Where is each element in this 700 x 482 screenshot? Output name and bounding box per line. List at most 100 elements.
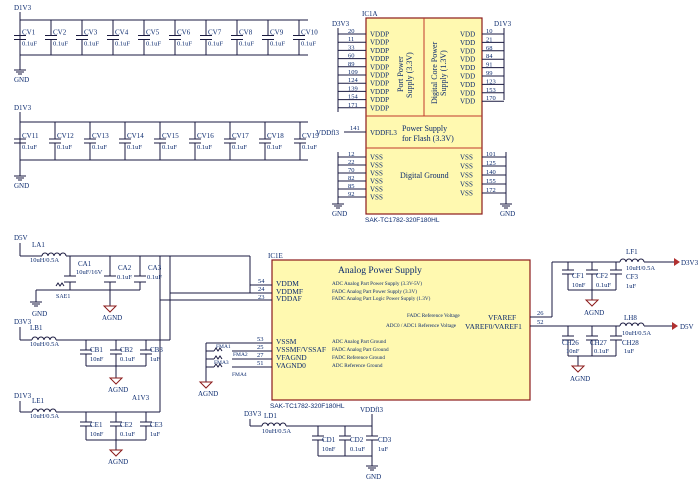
inductor-val: 10uH/0.5A [30, 341, 59, 348]
core-power-label: Digital Core Power [430, 41, 439, 104]
gnd-symbol [500, 203, 512, 209]
inductor-ref: LA1 [32, 241, 45, 249]
pin-number: 124 [348, 77, 359, 84]
pin-number: 60 [348, 53, 355, 60]
pin-desc: FADC Analog Part Power Supply (3.3V) [332, 288, 417, 295]
pin-number: 140 [486, 169, 496, 176]
inductor-la1 [41, 252, 67, 257]
pin-number: 84 [486, 53, 493, 60]
cap-val: 0.1uF [117, 274, 132, 281]
offpage-arrow [672, 322, 678, 330]
inductor-val: 10uH/0.5A [622, 330, 651, 337]
pin-desc: FADC Analog Part Logic Power Supply (1.3… [332, 295, 431, 302]
inductor-val: 10uH/0.5A [30, 257, 59, 264]
agnd-symbol [108, 449, 124, 457]
pin-number: 89 [348, 61, 355, 68]
net-label-d3v3: D3V3 [14, 318, 32, 326]
gnd-label: GND [14, 182, 29, 190]
cap-ref: CV17 [232, 132, 249, 140]
cap-ref: CV9 [270, 29, 284, 37]
net-label-vddfl3: VDDfl3 [360, 406, 383, 414]
cap-val: 0.1uF [57, 144, 72, 151]
inductor-ref: LH8 [624, 314, 637, 322]
cap-val: 0.1uF [302, 144, 317, 151]
agnd-label: AGND [198, 390, 218, 398]
cap-ref: CE3 [150, 421, 163, 429]
ic1a-part: SAK-TC1782-320F180HL [365, 217, 440, 224]
pin-name: VDDP [370, 31, 389, 39]
cap-ref: CE2 [120, 421, 133, 429]
cap-val: 0.1uF [239, 41, 254, 48]
pin-name: VDD [460, 47, 475, 55]
pin-name: VDDMF [276, 287, 303, 296]
agnd-label: AGND [102, 314, 122, 322]
inductor-ref: LE1 [32, 397, 45, 405]
cap-ref: CV13 [92, 132, 109, 140]
pin-name: VSSMF/VSSAF [276, 345, 326, 354]
ferrite-label: FMA4 [232, 372, 247, 378]
cap-ref: CV11 [22, 132, 39, 140]
pin-number: 92 [348, 191, 355, 198]
cap-ref: CV6 [177, 29, 191, 37]
cap-ref: CD2 [350, 436, 364, 444]
pin-name: VDDP [370, 88, 389, 96]
pin-number: 27 [257, 352, 264, 359]
cap-val: 0.1uF [350, 446, 365, 453]
ferrite-fma3 [213, 363, 223, 368]
cap-val: 1uF [378, 446, 389, 453]
ferrite-label: SAE1 [56, 294, 70, 300]
cap-val: 1uF [626, 283, 637, 290]
pin-name: VSS [370, 186, 383, 194]
cap-ref: CV15 [162, 132, 179, 140]
pin-number: 52 [537, 319, 544, 326]
pin-number: 82 [348, 175, 355, 182]
cap-val: 0.1uF [22, 144, 37, 151]
pin-number: 24 [258, 286, 265, 293]
cap-ref: CB1 [90, 346, 103, 354]
pin-name: VDDM [276, 279, 299, 288]
pin-name: VDD [460, 31, 475, 39]
cap-val: 0.1uF [120, 431, 135, 438]
port-power-label-2: Supply (3.3V) [405, 52, 414, 98]
cap-val: 10nF [322, 446, 336, 453]
inductor-ref: LD1 [264, 412, 277, 420]
agnd-label: AGND [584, 309, 604, 317]
pin-number: 109 [348, 69, 358, 76]
cap-ref: CB3 [150, 346, 163, 354]
pin-name: VDD [460, 98, 475, 106]
port-power-label: Port Power [396, 56, 405, 92]
gnd-label: GND [14, 76, 29, 84]
cap-ref: CA3 [148, 264, 162, 272]
cap-val: 0.1uF [177, 41, 192, 48]
ic1e-part: SAK-TC1782-320F180HL [270, 403, 345, 410]
cap-val: 0.1uF [267, 144, 282, 151]
cap-ref: CF1 [572, 272, 585, 280]
pin-number: 21 [486, 36, 493, 43]
cap-val: 1uF [150, 431, 161, 438]
pin-number: 20 [348, 28, 355, 35]
capacitor-cv11: CV11 0.1uF [14, 122, 39, 160]
analog-right-filters: LF1 10uH/0.5A D3V3 CF1 10nF CF2 0.1uF CF… [551, 248, 699, 383]
cap-ref: CH28 [622, 339, 639, 347]
pin-number: 68 [486, 45, 493, 52]
ic1e-ref: IC1E [268, 252, 283, 260]
pin-name: VSS [460, 154, 473, 162]
flash-power-label-2: for Flash (3.3V) [402, 134, 454, 143]
inductor-le1 [31, 408, 57, 413]
pin-number: 25 [257, 344, 264, 351]
pin-number: 155 [486, 178, 496, 185]
pin-name: VSS [460, 172, 473, 180]
ferrite-fma2 [213, 355, 223, 360]
pin-name: VSS [370, 170, 383, 178]
net-label-d1v3: D1V3 [494, 20, 512, 28]
agnd-symbol [198, 381, 214, 389]
cap-ref: CV16 [197, 132, 214, 140]
cap-ref: CV3 [84, 29, 98, 37]
pin-desc: ADC Analog Part Power Supply (3.3V-5V) [332, 280, 422, 287]
gnd-symbol [14, 175, 26, 181]
